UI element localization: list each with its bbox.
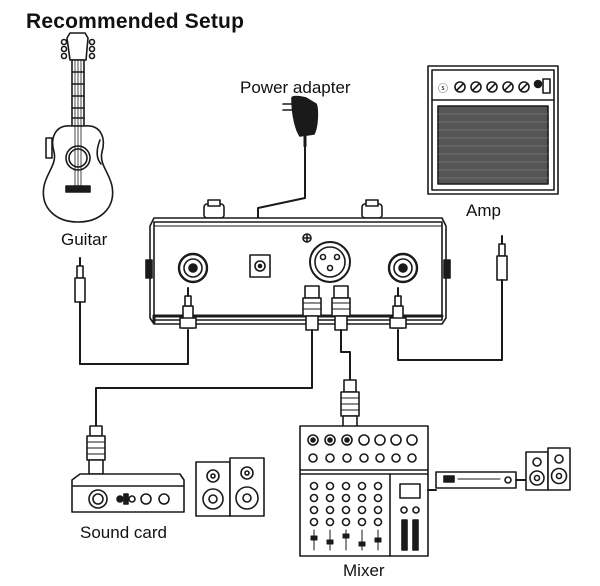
- speaker-pair-right-icon: [525, 447, 571, 491]
- sound-card-label: Sound card: [80, 523, 167, 542]
- mixer-icon: [299, 425, 429, 557]
- xlr-cables-icon: [86, 285, 360, 475]
- page-title: Recommended Setup: [26, 10, 245, 33]
- amp-icon: ⓢ: [427, 65, 559, 195]
- mixer-label: Mixer: [343, 561, 385, 580]
- rack-unit-icon: [435, 471, 527, 489]
- guitar-cable-icon: [74, 257, 197, 365]
- amp-label: Amp: [466, 201, 501, 220]
- amp-cable-icon: [389, 235, 508, 361]
- guitar-icon: [42, 32, 114, 223]
- svg-text:ⓢ: ⓢ: [438, 83, 448, 95]
- guitar-label: Guitar: [61, 230, 108, 249]
- di-box-icon: [145, 199, 451, 325]
- power-adapter-label: Power adapter: [240, 78, 351, 97]
- speaker-pair-left-icon: [195, 457, 265, 517]
- sound-card-icon: [71, 473, 185, 513]
